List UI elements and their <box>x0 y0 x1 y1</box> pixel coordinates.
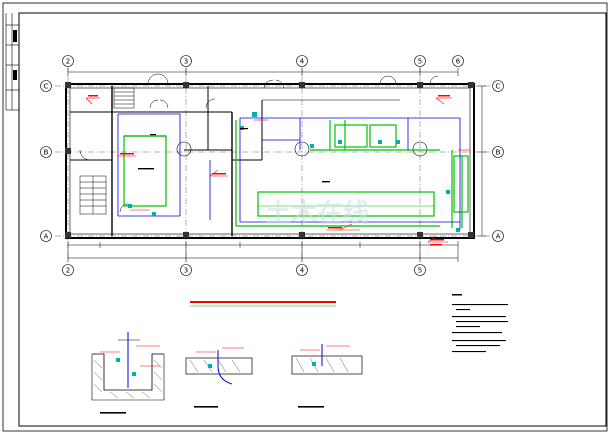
axis-lines <box>55 66 492 262</box>
top-dimension-line <box>67 68 459 76</box>
drawing-frame <box>18 12 607 427</box>
green-pipe-network <box>123 120 469 228</box>
grid-left-c: C <box>44 83 49 91</box>
watermark: 土木在线 <box>265 199 369 229</box>
building-walls <box>65 83 475 239</box>
grid-bubbles-right: C B A <box>492 80 504 242</box>
bottom-dimension-lines <box>67 241 459 262</box>
detail-trench <box>291 344 363 408</box>
grid-right-b: B <box>496 149 501 157</box>
title-block-strip <box>5 13 19 111</box>
grid-bubbles-top: 2 3 4 5 6 <box>62 55 464 67</box>
grid-right-a: A <box>496 233 501 241</box>
grid-left-a: A <box>44 233 49 241</box>
grid-left-b: B <box>44 149 49 157</box>
annotation-tags <box>88 95 450 246</box>
staircase <box>79 87 135 215</box>
grid-right-c: C <box>496 83 501 91</box>
detail-sump-pit <box>91 332 165 414</box>
grid-top-3: 3 <box>184 58 188 66</box>
grid-bubbles-bottom: 2 3 4 5 <box>62 264 426 276</box>
general-notes <box>452 294 508 353</box>
right-dimension-line <box>478 85 486 237</box>
grid-bottom-5: 5 <box>418 267 422 275</box>
grid-top-4: 4 <box>300 58 305 66</box>
grid-top-5: 5 <box>418 58 422 66</box>
detail-floor-drain <box>185 347 253 408</box>
grid-top-6: 6 <box>456 58 461 66</box>
grid-bubbles-left: C B A <box>40 80 52 242</box>
blue-pipe-network <box>117 113 461 230</box>
main-floor-plan: 土木在线 2 3 4 5 6 2 3 4 5 C B <box>40 55 504 276</box>
grid-top-2: 2 <box>66 58 70 66</box>
room-labels <box>138 128 330 183</box>
grid-bottom-4: 4 <box>300 267 305 275</box>
door-swings <box>79 73 439 213</box>
structural-columns <box>65 82 474 238</box>
plan-title <box>190 301 336 307</box>
red-annotations <box>85 97 470 243</box>
round-pillars <box>176 141 428 157</box>
grid-bottom-2: 2 <box>66 267 70 275</box>
grid-bottom-3: 3 <box>184 267 188 275</box>
